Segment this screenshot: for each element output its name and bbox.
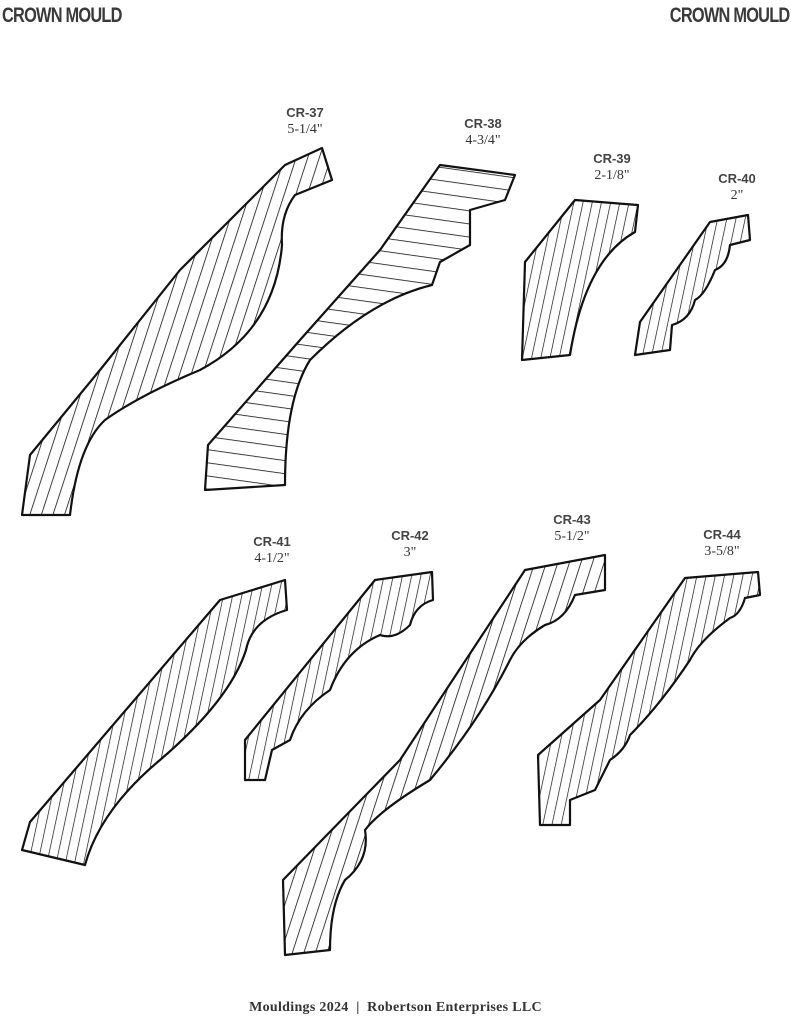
label-cr-43: CR-43 5-1/2" xyxy=(532,511,612,545)
label-cr-39: CR-39 2-1/8" xyxy=(572,150,652,184)
profile-code: CR-42 xyxy=(391,528,429,543)
profile-code: CR-39 xyxy=(593,151,631,166)
profile-cr-42 xyxy=(243,570,435,782)
profile-size: 5-1/4" xyxy=(287,122,323,137)
profile-code: CR-37 xyxy=(286,105,324,120)
page-footer: Mouldings 2024 | Robertson Enterprises L… xyxy=(249,1000,542,1015)
profile-size: 2-1/8" xyxy=(594,168,630,183)
profile-size: 4-1/2" xyxy=(254,551,290,566)
profile-size: 5-1/2" xyxy=(554,529,590,544)
label-cr-40: CR-40 2" xyxy=(697,170,777,204)
profile-size: 3-5/8" xyxy=(704,544,740,559)
profile-code: CR-41 xyxy=(253,534,291,549)
label-cr-44: CR-44 3-5/8" xyxy=(682,526,762,560)
label-cr-38: CR-38 4-3/4" xyxy=(443,115,523,149)
profile-code: CR-43 xyxy=(553,512,591,527)
profile-size: 2" xyxy=(730,188,744,203)
label-cr-37: CR-37 5-1/4" xyxy=(265,104,345,138)
profile-cr-43 xyxy=(281,553,607,957)
profile-cr-40 xyxy=(633,213,752,357)
profile-cr-37 xyxy=(20,146,334,517)
profile-code: CR-44 xyxy=(703,527,741,542)
profile-size: 3" xyxy=(403,545,417,560)
section-title-right: CROWN MOULD xyxy=(669,4,790,27)
profile-size: 4-3/4" xyxy=(465,133,501,148)
profile-cr-38 xyxy=(203,163,517,492)
section-title-left: CROWN MOULD xyxy=(2,4,123,27)
profile-code: CR-40 xyxy=(718,171,756,186)
label-cr-41: CR-41 4-1/2" xyxy=(232,533,312,567)
profile-cr-41 xyxy=(20,578,289,867)
profile-cr-39 xyxy=(520,198,640,362)
profile-code: CR-38 xyxy=(464,116,502,131)
label-cr-42: CR-42 3" xyxy=(370,527,450,561)
profile-cr-44 xyxy=(536,570,762,827)
